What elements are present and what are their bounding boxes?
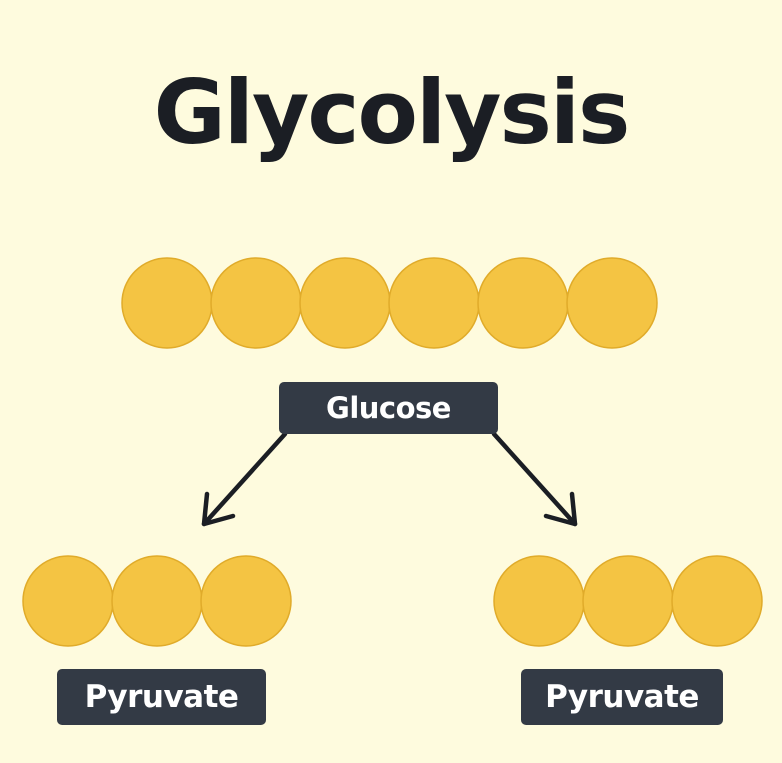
glucose-carbon-2 — [210, 257, 302, 349]
arrow-to-right-pyruvate — [491, 431, 578, 527]
pyruvate-right-carbon-3 — [671, 555, 763, 647]
pyruvate-left-molecule — [22, 555, 292, 647]
pyruvate-left-carbon-3 — [200, 555, 292, 647]
glucose-label: Glucose — [279, 382, 498, 434]
pyruvate-right-carbon-1 — [493, 555, 585, 647]
pyruvate-right-label: Pyruvate — [521, 669, 723, 725]
glucose-carbon-3 — [299, 257, 391, 349]
glucose-carbon-4 — [388, 257, 480, 349]
glucose-carbon-1 — [121, 257, 213, 349]
arrow-right-head — [543, 491, 578, 527]
pyruvate-right-carbon-2 — [582, 555, 674, 647]
pyruvate-right-molecule — [493, 555, 763, 647]
diagram-title: Glycolysis — [153, 61, 631, 164]
arrow-left-shaft — [201, 431, 288, 527]
pyruvate-left-carbon-1 — [22, 555, 114, 647]
arrow-left-head — [201, 491, 236, 527]
arrow-right-shaft — [491, 431, 578, 527]
glucose-carbon-5 — [477, 257, 569, 349]
glucose-molecule — [121, 257, 658, 349]
arrow-to-left-pyruvate — [201, 431, 288, 527]
pyruvate-left-carbon-2 — [111, 555, 203, 647]
glucose-carbon-6 — [566, 257, 658, 349]
pyruvate-left-label: Pyruvate — [57, 669, 266, 725]
